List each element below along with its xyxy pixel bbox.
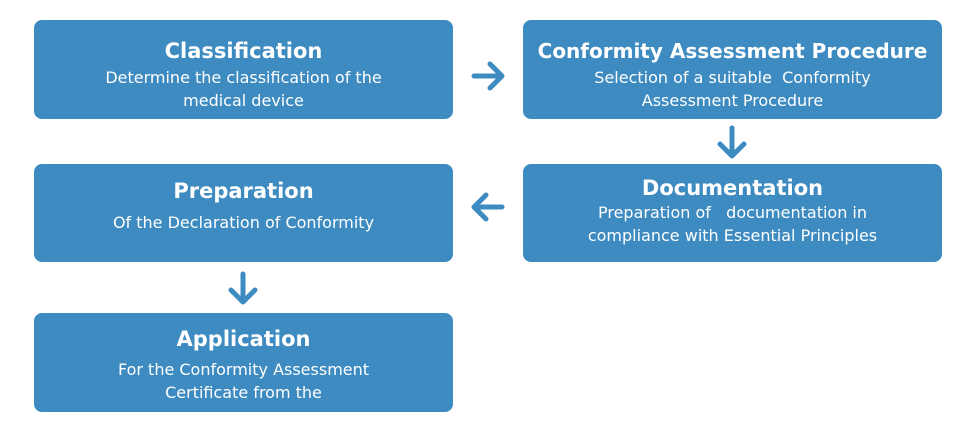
step-application-title: Application [176, 327, 311, 351]
step-preparation-line-1: Of the Declaration of Conformity [112, 213, 375, 232]
step-application-line-2: Certificate from the [165, 383, 322, 402]
step-conformity-assessment-procedure-line-2: Assessment Procedure [641, 91, 824, 110]
step-application-line-1: For the Conformity Assessment [117, 360, 370, 379]
step-conformity-assessment-procedure-box: Conformity Assessment Procedure Selectio… [523, 20, 942, 119]
arrow-right-icon [471, 61, 505, 91]
arrow-down-icon [228, 271, 258, 305]
step-documentation-title: Documentation [641, 176, 824, 200]
arrow-down-icon [717, 125, 747, 159]
step-application-description: For the Conformity Assessment Certificat… [34, 358, 453, 404]
step-classification-box: Classification Determine the classificat… [34, 20, 453, 119]
step-preparation-description: Of the Declaration of Conformity [34, 211, 453, 234]
step-classification-description: Determine the classification of the medi… [34, 66, 453, 112]
step-classification-line-1: Determine the classification of the [105, 68, 382, 87]
step-preparation-box: Preparation Of the Declaration of Confor… [34, 164, 453, 262]
step-documentation-box: Documentation Preparation of documentati… [523, 164, 942, 262]
step-documentation-line-2: compliance with Essential Principles [587, 226, 878, 245]
arrow-left-icon [471, 192, 505, 222]
step-classification-line-2: medical device [183, 91, 304, 110]
step-application-box: Application For the Conformity Assessmen… [34, 313, 453, 412]
step-conformity-assessment-procedure-line-1: Selection of a suitable Conformity [594, 68, 871, 87]
step-preparation-title: Preparation [173, 179, 314, 203]
step-documentation-line-1: Preparation of documentation in [597, 203, 868, 222]
step-conformity-assessment-procedure-title: Conformity Assessment Procedure [537, 39, 928, 63]
step-classification-title: Classification [164, 39, 323, 63]
step-documentation-description: Preparation of documentation in complian… [523, 201, 942, 247]
step-conformity-assessment-procedure-description: Selection of a suitable Conformity Asses… [523, 66, 942, 112]
